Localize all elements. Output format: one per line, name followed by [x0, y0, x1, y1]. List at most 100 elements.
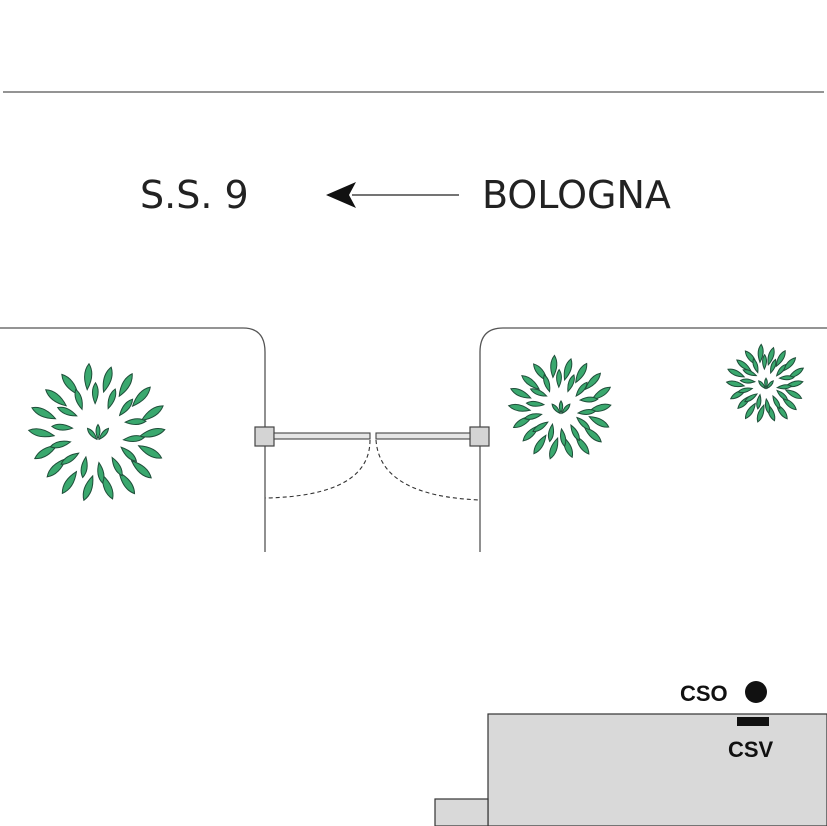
building [487, 713, 827, 826]
leaf-icon [758, 380, 766, 390]
leaf-icon [137, 445, 163, 459]
leaf-icon [778, 375, 795, 381]
tree-left [27, 362, 166, 502]
leaf-icon [578, 396, 599, 403]
leaf-icon [523, 413, 543, 420]
csv-bar-icon [737, 717, 769, 726]
boundary-left [0, 327, 266, 552]
leaf-icon [567, 374, 575, 393]
gate-swing-left [264, 439, 371, 499]
leaf-icon [742, 369, 758, 377]
leaf-icon [95, 423, 101, 441]
cso-label: CSO [680, 681, 728, 706]
leaf-icon [74, 388, 83, 411]
leaf-icon [584, 372, 602, 391]
leaf-icon [543, 373, 551, 393]
leaf-icon [776, 389, 789, 401]
leaf-icon [50, 423, 74, 431]
leaf-icon [122, 435, 146, 443]
leaf-icon [563, 358, 573, 382]
building-step [434, 798, 489, 826]
leaf-icon [91, 381, 99, 405]
leaf-icon [532, 421, 549, 433]
gate-leaf-right [375, 432, 471, 440]
leaf-icon [764, 377, 768, 390]
leaf-icon [767, 346, 775, 366]
leaf-icon [84, 362, 93, 391]
leaf-icon [784, 389, 803, 399]
leaf-icon [80, 455, 88, 479]
leaf-icon [533, 434, 547, 455]
leaf-icon [529, 388, 548, 397]
leaf-icon [507, 403, 532, 412]
leaf-icon [744, 402, 756, 420]
destination-left-label: S.S. 9 [140, 173, 249, 217]
leaf-icon [588, 416, 610, 428]
leaf-icon [576, 409, 597, 415]
direction-arrow-icon [326, 182, 459, 208]
leaf-icon [744, 393, 758, 403]
leaf-icon [49, 440, 72, 449]
tree-right-2 [725, 343, 805, 423]
gate-post-right [469, 426, 490, 447]
cso-circle-icon [745, 681, 767, 703]
leaf-icon [549, 436, 559, 460]
tree-right-1 [507, 354, 612, 460]
leaf-icon [558, 399, 564, 415]
leaf-icon [739, 378, 756, 384]
leaf-icon [772, 394, 781, 410]
leaf-icon [118, 372, 133, 398]
leaf-icon [757, 343, 764, 364]
leaf-icon [575, 362, 588, 384]
leaf-icon [775, 349, 786, 368]
leaf-icon [762, 353, 767, 371]
leaf-icon [752, 357, 759, 374]
leaf-icon [560, 427, 567, 448]
leaf-icon [551, 403, 561, 415]
leaf-icon [570, 424, 580, 442]
trees-group [27, 343, 805, 502]
leaf-icon [776, 384, 793, 390]
leaf-icon [521, 375, 541, 390]
gate-swing-right [375, 439, 481, 501]
leaf-icon [550, 354, 558, 379]
leaf-icon [561, 403, 571, 415]
csv-label: CSV [728, 737, 774, 762]
leaf-icon [86, 427, 98, 441]
leaf-icon [131, 386, 151, 407]
leaf-icon [766, 380, 774, 390]
leaf-icon [31, 406, 57, 420]
leaf-icon [756, 403, 765, 423]
leaf-icon [102, 366, 113, 394]
leaf-icon [120, 446, 138, 462]
gate-leaf-left [273, 432, 371, 440]
leaf-icon [727, 368, 746, 378]
leaf-icon [56, 406, 78, 417]
leaf-icon [775, 363, 787, 377]
leaf-icon [764, 397, 771, 415]
leaf-icon [82, 474, 94, 502]
leaf-icon [98, 427, 110, 441]
leaf-icon [124, 418, 147, 426]
leaf-icon [547, 422, 555, 443]
leaf-icon [61, 470, 78, 495]
leaf-icon [107, 388, 117, 410]
leaf-icon [525, 400, 546, 407]
leaf-icon [737, 387, 754, 394]
leaf-icon [118, 398, 134, 417]
leaf-icon [45, 389, 68, 407]
leaf-icon [60, 452, 80, 465]
leaf-icon [510, 388, 532, 399]
leaf-icon [576, 416, 591, 431]
boundary-right [479, 327, 827, 552]
gate-post-left [254, 426, 275, 447]
destination-right-label: BOLOGNA [482, 173, 671, 217]
leaf-icon [111, 456, 123, 477]
leaf-icon [556, 368, 562, 389]
leaf-icon [97, 461, 105, 484]
leaf-icon [725, 380, 746, 388]
leaf-icon [575, 381, 588, 398]
leaf-icon [27, 428, 56, 438]
